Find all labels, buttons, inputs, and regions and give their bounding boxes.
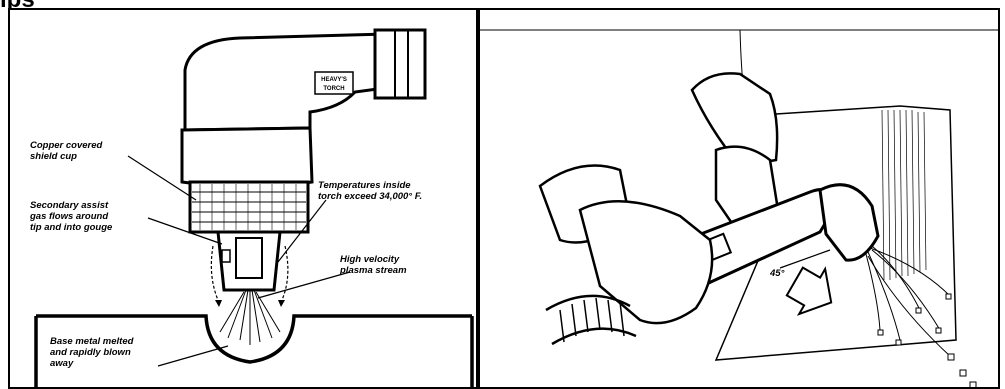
torch-badge-line-1: HEAVY'S [321, 77, 347, 83]
torch-badge-line-2: TORCH [323, 86, 344, 92]
label-base-metal-1: Base metal melted [50, 336, 134, 347]
label-base-metal-3: away [50, 358, 74, 369]
label-secondary-gas-1: Secondary assist [30, 200, 109, 211]
label-secondary-gas-3: tip and into gouge [30, 222, 113, 233]
gouging-drawing: 45° [480, 10, 1000, 389]
label-plasma-stream-1: High velocity [340, 254, 400, 265]
angle-label: 45° [769, 268, 785, 279]
lower-glove [580, 201, 712, 323]
label-temperature-2: torch exceed 34,000° F. [318, 191, 422, 202]
label-secondary-gas-2: gas flows around [29, 211, 108, 222]
shield-cup [190, 182, 308, 232]
torch-connector [375, 30, 425, 98]
label-copper-shield-1: Copper covered [30, 140, 103, 151]
torch-illustration: HEAVY'S TORCH Copper c [10, 10, 478, 389]
torch-barrel [182, 128, 312, 187]
gouging-illustration: 45° [478, 8, 1000, 389]
label-base-metal-2: and rapidly blown [50, 347, 131, 358]
label-plasma-stream-2: plasma stream [339, 265, 407, 276]
plasma-torch-diagram: HEAVY'S TORCH Copper c [8, 8, 478, 389]
torch-head [185, 34, 385, 130]
label-copper-shield-2: shield cup [30, 151, 77, 162]
label-temperature-1: Temperatures inside [318, 180, 411, 191]
plasma-stream [220, 290, 280, 345]
